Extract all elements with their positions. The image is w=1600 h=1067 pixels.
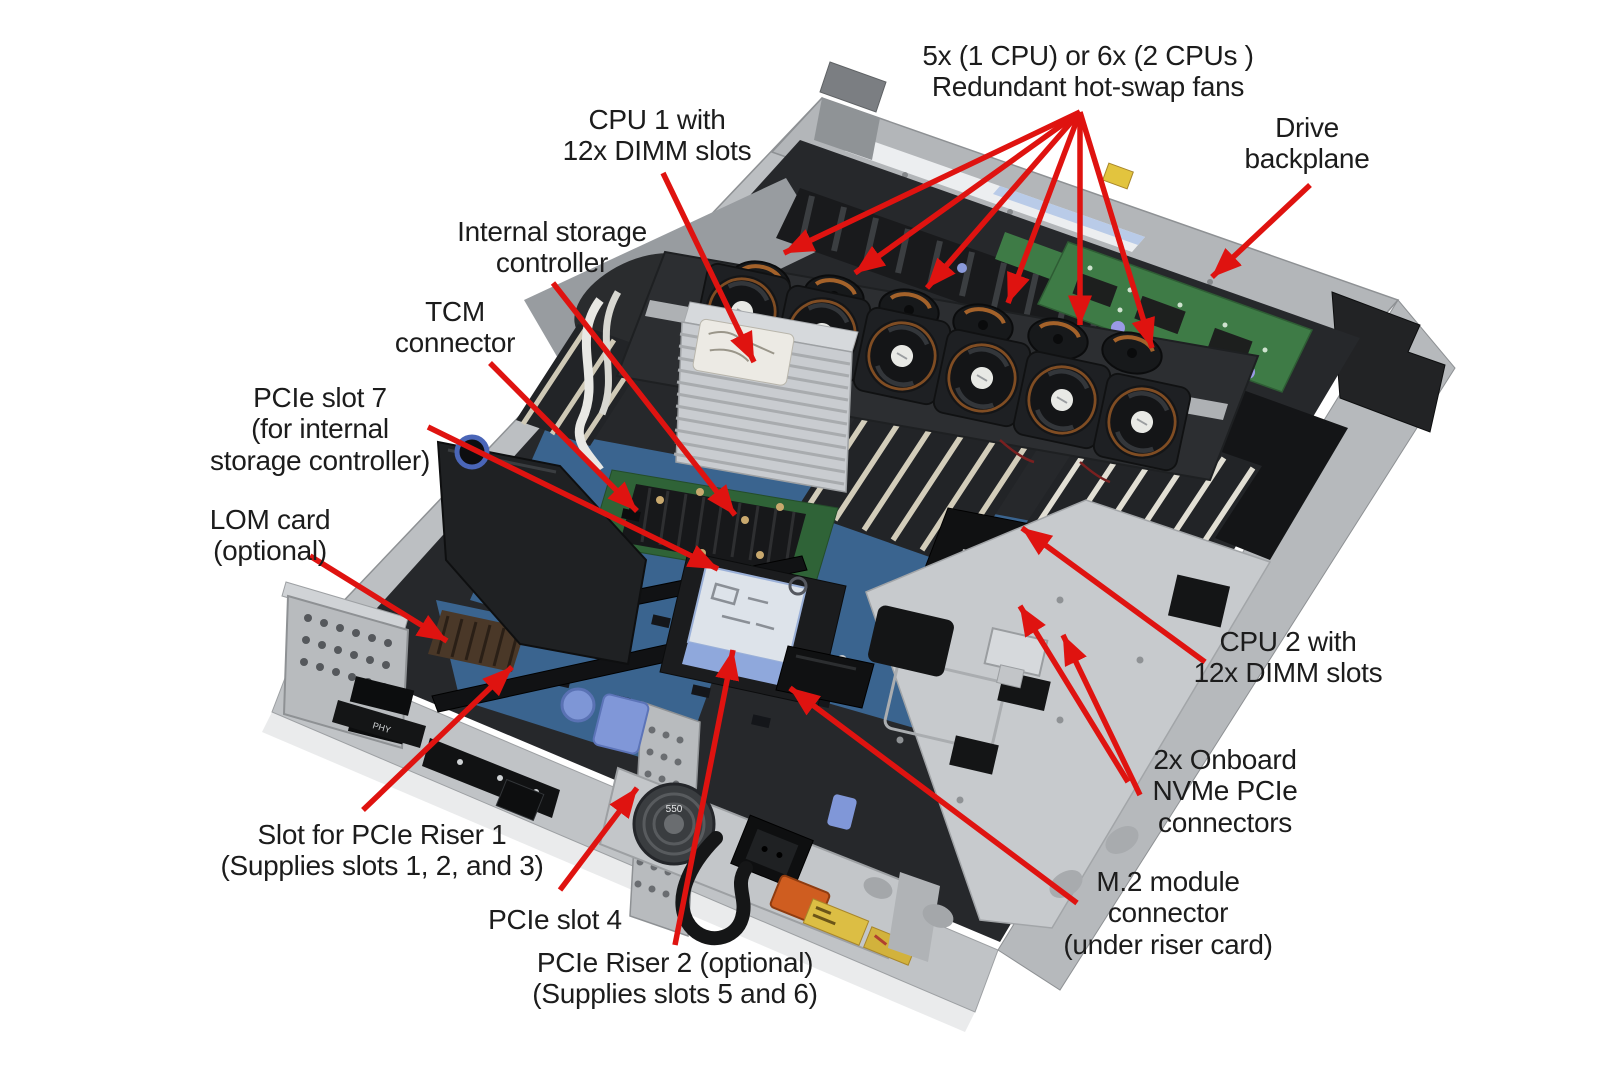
rear-slide-block: [819, 61, 887, 113]
cpu1-heatsink: [673, 301, 859, 493]
rear-shelf: [770, 97, 1400, 357]
arrow-tcm-connector: [488, 361, 639, 513]
arrow-fan-4: [1005, 111, 1083, 304]
cage-bezel-label: PHY: [371, 720, 392, 735]
arrow-lom-card: [308, 553, 449, 644]
arrow-fan-2: [853, 109, 1082, 276]
arrow-drive-backplane: [1210, 182, 1312, 280]
blue-thumbscrew: [560, 687, 596, 723]
arrow-pcie-slot-4: [557, 786, 640, 892]
arrow-cpu2: [1020, 525, 1207, 665]
psu-fan-label: 550: [666, 804, 683, 815]
arrow-fan-3: [924, 110, 1083, 290]
yellow-sticker: [1102, 162, 1134, 190]
arrow-fan-6: [1077, 111, 1155, 349]
arrow-pcie-slot-7: [426, 424, 720, 572]
chassis-shadow: [262, 712, 975, 1032]
bay-cutout-1: [868, 605, 954, 677]
bay-bracket: [983, 626, 1049, 689]
rj45-port: [495, 778, 545, 822]
riser1-cage: PHY: [281, 581, 426, 750]
rack-ear: [1331, 291, 1446, 433]
rack-slide: [814, 98, 880, 160]
arrow-cpu1: [660, 171, 757, 364]
arrow-nvme-connector-2: [1060, 633, 1143, 797]
arrow-fan-1: [782, 109, 1082, 256]
cage-bezel: [332, 700, 426, 748]
blue-latch: [592, 693, 650, 755]
bay-cutout-3: [949, 735, 999, 775]
fan-wires: [999, 439, 1111, 484]
arrow-pcie-riser-2: [672, 649, 740, 946]
arrow-m2-connector: [788, 685, 1079, 906]
bay-cutout-4: [1167, 574, 1231, 628]
arrow-pcie-riser-1: [361, 665, 514, 812]
psu: 550: [598, 766, 940, 966]
arrow-nvme-connector-1: [1017, 604, 1131, 784]
internal-storage-controller: [589, 469, 839, 583]
service-label-blue: [993, 186, 1145, 245]
fan-module-6: [1092, 372, 1192, 472]
psu-divider: [888, 872, 940, 962]
arrow-layer: [308, 109, 1312, 946]
cage-port-1: [349, 676, 415, 716]
riser-bracket-m2: [659, 551, 875, 709]
arrow-internal-storage-controller: [550, 281, 738, 517]
front-face-details: [422, 738, 1139, 928]
blue-tab: [827, 794, 857, 830]
